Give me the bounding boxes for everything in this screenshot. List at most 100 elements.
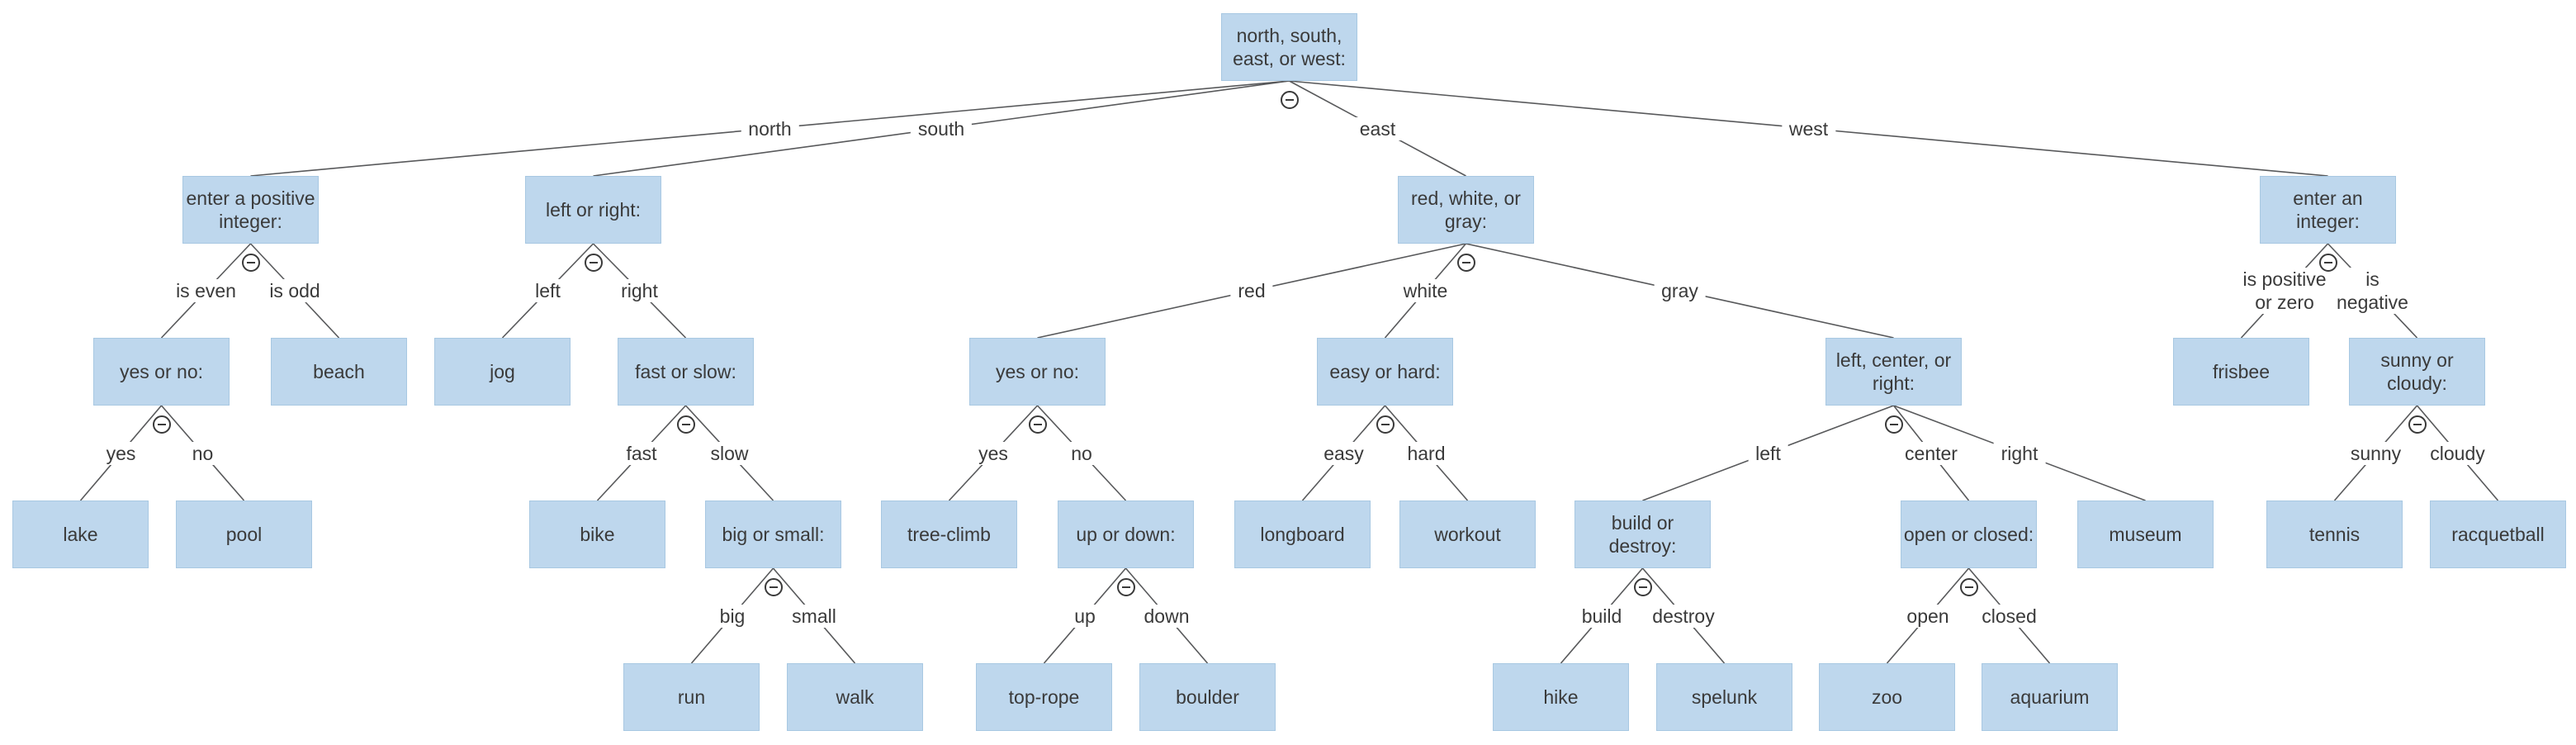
tree-node-pool: pool [176, 501, 312, 568]
branch-label-hard: hard [1399, 441, 1453, 465]
node-label: yes or no: [120, 361, 203, 382]
branch-label-left: left [528, 279, 568, 302]
collapse-toggle-minus-icon[interactable] [1376, 415, 1395, 434]
collapse-toggle-minus-icon[interactable] [1028, 415, 1047, 434]
branch-label-big: big [712, 604, 753, 628]
node-label: beach [313, 361, 365, 382]
branch-label-north: north [741, 116, 799, 140]
branch-label-yes: yes [98, 441, 144, 465]
branch-label-destroy: destroy [1645, 604, 1722, 628]
collapse-toggle-minus-icon[interactable] [1884, 415, 1903, 434]
tree-node-left-center-or-right: left, center, or right: [1825, 338, 1962, 406]
collapse-toggle-minus-icon[interactable] [2408, 415, 2427, 434]
tree-node-aquarium: aquarium [1982, 663, 2118, 731]
branch-label-open: open [1899, 604, 1957, 628]
tree-node-enter-an-integer: enter an integer: [2260, 176, 2396, 244]
branch-label-east: east [1352, 116, 1404, 140]
branch-label-fast: fast [618, 441, 665, 465]
branch-label-gray: gray [1654, 279, 1706, 302]
node-label: left, center, or right: [1835, 349, 1952, 394]
node-label: boulder [1176, 686, 1239, 708]
node-label: tennis [2308, 524, 2361, 545]
minus-icon [157, 424, 166, 425]
branch-label-west: west [1781, 116, 1836, 140]
tree-node-north-south-east-or-west: north, south, east, or west: [1221, 13, 1357, 81]
collapse-toggle-minus-icon[interactable] [584, 254, 603, 272]
tree-node-spelunk: spelunk [1656, 663, 1792, 731]
tree-node-workout: workout [1399, 501, 1536, 568]
branch-label-no: no [1063, 441, 1100, 465]
node-label: aquarium [2010, 686, 2090, 708]
tree-node-boulder: boulder [1139, 663, 1276, 731]
collapse-toggle-minus-icon[interactable] [1116, 578, 1135, 596]
collapse-toggle-minus-icon[interactable] [152, 415, 171, 434]
node-label: tree-climb [907, 524, 991, 545]
collapse-toggle-minus-icon[interactable] [676, 415, 695, 434]
node-label: zoo [1871, 686, 1903, 708]
tree-node-tree-climb: tree-climb [881, 501, 1017, 568]
node-label: up or down: [1076, 524, 1176, 545]
node-label: bike [580, 524, 615, 545]
branch-label-center: center [1897, 441, 1965, 465]
collapse-toggle-minus-icon[interactable] [1456, 254, 1475, 272]
node-label: spelunk [1691, 686, 1758, 708]
node-label: enter a positive integer: [186, 187, 315, 232]
branch-label-is-odd: is odd [262, 279, 328, 302]
tree-node-frisbee: frisbee [2173, 338, 2309, 406]
collapse-toggle-minus-icon[interactable] [1280, 91, 1299, 109]
branch-label-right: right [1993, 441, 2046, 465]
node-label: longboard [1260, 524, 1345, 545]
node-label: easy or hard: [1329, 361, 1441, 382]
branch-label-is-positive-or-zero: is positive or zero [2235, 268, 2334, 314]
minus-icon [1461, 262, 1470, 263]
tree-node-yes-or-no: yes or no: [969, 338, 1106, 406]
branch-label-up: up [1067, 604, 1103, 628]
tree-node-easy-or-hard: easy or hard: [1317, 338, 1453, 406]
collapse-toggle-minus-icon[interactable] [1633, 578, 1652, 596]
branch-label-south: south [910, 116, 973, 140]
minus-icon [246, 262, 255, 263]
minus-icon [681, 424, 690, 425]
tree-node-jog: jog [434, 338, 571, 406]
branch-label-yes: yes [971, 441, 1016, 465]
node-label: big or small: [722, 524, 825, 545]
minus-icon [2413, 424, 2422, 425]
node-label: jog [490, 361, 515, 382]
branch-label-is-negative: is negative [2329, 268, 2416, 314]
minus-icon [1380, 424, 1390, 425]
branch-label-slow: slow [703, 441, 756, 465]
branch-label-is-even: is even [168, 279, 244, 302]
minus-icon [2323, 262, 2332, 263]
node-label: red, white, or gray: [1411, 187, 1521, 232]
tree-node-yes-or-no: yes or no: [93, 338, 230, 406]
branch-label-red: red [1230, 279, 1273, 302]
tree-node-sunny-or-cloudy: sunny or cloudy: [2349, 338, 2485, 406]
collapse-toggle-minus-icon[interactable] [764, 578, 783, 596]
node-label: lake [63, 524, 98, 545]
branch-label-right: right [613, 279, 665, 302]
node-label: racquetball [2451, 524, 2545, 545]
node-label: workout [1434, 524, 1501, 545]
collapse-toggle-minus-icon[interactable] [241, 254, 260, 272]
tree-node-top-rope: top-rope [976, 663, 1112, 731]
branch-label-no: no [184, 441, 221, 465]
minus-icon [1964, 586, 1973, 588]
node-label: build or destroy: [1608, 512, 1677, 557]
minus-icon [589, 262, 598, 263]
branch-label-cloudy: cloudy [2422, 441, 2493, 465]
branch-label-closed: closed [1974, 604, 2044, 628]
tree-node-run: run [623, 663, 760, 731]
node-label: sunny or cloudy: [2380, 349, 2454, 394]
branch-label-left: left [1748, 441, 1788, 465]
tree-node-bike: bike [529, 501, 665, 568]
node-label: pool [225, 524, 263, 545]
minus-icon [1638, 586, 1647, 588]
minus-icon [1033, 424, 1042, 425]
tree-node-open-or-closed: open or closed: [1901, 501, 2037, 568]
collapse-toggle-minus-icon[interactable] [1959, 578, 1978, 596]
collapse-toggle-minus-icon[interactable] [2318, 254, 2337, 272]
node-label: left or right: [545, 199, 642, 221]
branch-label-white: white [1395, 279, 1456, 302]
node-label: run [677, 686, 706, 708]
